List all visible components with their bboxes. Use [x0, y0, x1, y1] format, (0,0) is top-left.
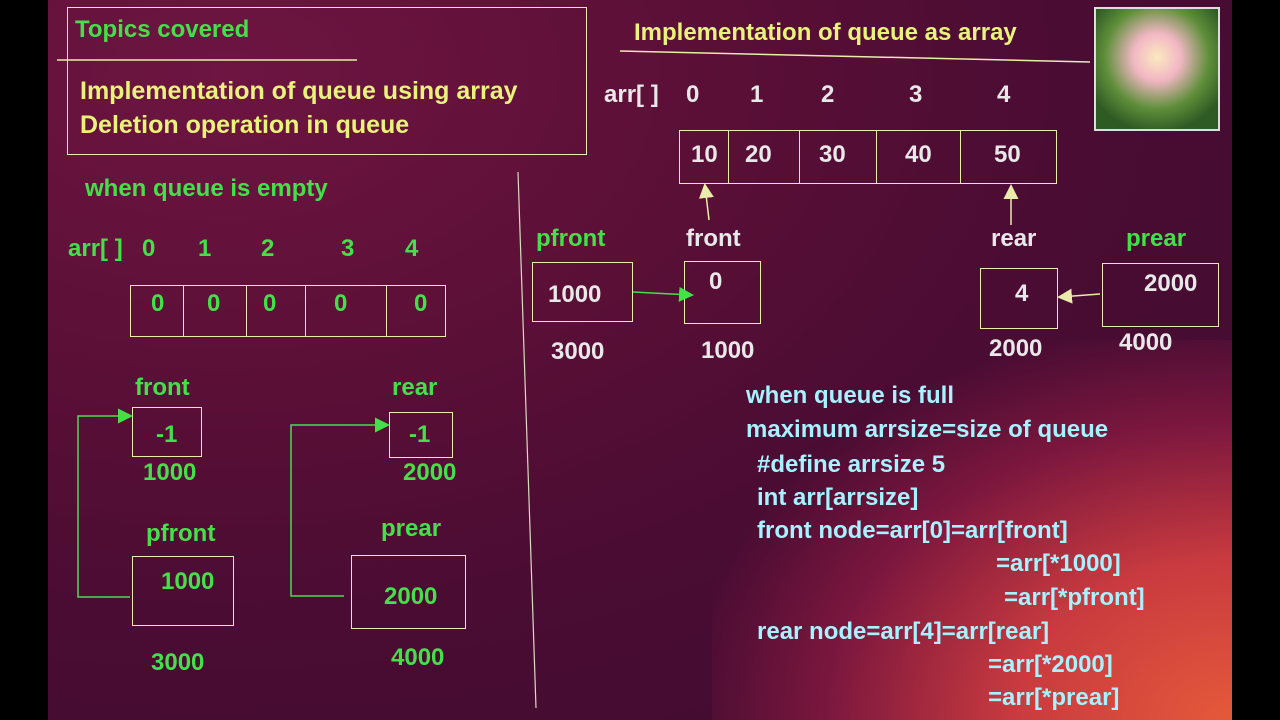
- empty-front-label: front: [135, 374, 190, 401]
- full-index-3: 3: [909, 81, 923, 108]
- full-rear-value: 4: [1015, 280, 1029, 307]
- full-value-1: 20: [745, 141, 772, 168]
- empty-index-3: 3: [341, 235, 355, 262]
- full-arr-label: arr[ ]: [604, 81, 659, 108]
- full-value-2: 30: [819, 141, 846, 168]
- empty-index-1: 1: [198, 235, 212, 262]
- empty-prear-box: [351, 555, 466, 629]
- full-index-0: 0: [686, 81, 700, 108]
- title-underline: [619, 50, 1091, 63]
- topics-heading: Topics covered: [75, 16, 250, 43]
- empty-pfront-arrow: [77, 408, 133, 598]
- empty-prear-arrow: [290, 417, 390, 597]
- empty-front-value: -1: [156, 421, 178, 448]
- full-pfront-value: 1000: [548, 281, 602, 308]
- empty-index-2: 2: [261, 235, 275, 262]
- empty-front-address: 1000: [143, 459, 197, 486]
- full-front-arrow: [698, 183, 714, 221]
- empty-prear-address: 4000: [391, 644, 445, 671]
- full-front-label: front: [686, 225, 741, 252]
- full-value-0: 10: [691, 141, 718, 168]
- full-pfront-label: pfront: [536, 225, 606, 252]
- topic-item-1: Implementation of queue using array: [80, 77, 518, 105]
- note-queue-full: when queue is full: [746, 382, 955, 409]
- background-glow: [712, 340, 1232, 720]
- topics-box: [67, 7, 587, 155]
- empty-array-box: [130, 285, 446, 337]
- deity-photo: [1094, 7, 1220, 131]
- empty-rear-value: -1: [409, 421, 431, 448]
- note-front-node: front node=arr[0]=arr[front]: [757, 517, 1068, 544]
- full-pfront-arrow: [632, 286, 694, 302]
- empty-pfront-box: [132, 556, 234, 626]
- full-value-4: 50: [994, 141, 1021, 168]
- empty-pfront-label: pfront: [146, 520, 216, 547]
- full-prear-address: 4000: [1119, 329, 1173, 356]
- full-value-3: 40: [905, 141, 932, 168]
- empty-value-2: 0: [263, 290, 277, 317]
- empty-value-4: 0: [414, 290, 428, 317]
- empty-prear-label: prear: [381, 515, 442, 542]
- slide: [48, 0, 1232, 720]
- empty-arr-label: arr[ ]: [68, 235, 123, 262]
- full-index-1: 1: [750, 81, 764, 108]
- empty-rear-label: rear: [392, 374, 438, 401]
- note-define: #define arrsize 5: [757, 451, 946, 478]
- full-array-box: [679, 130, 1057, 184]
- full-rear-label: rear: [991, 225, 1037, 252]
- topic-item-2: Deletion operation in queue: [80, 111, 410, 139]
- right-title: Implementation of queue as array: [634, 19, 1017, 46]
- note-rear-node: rear node=arr[4]=arr[rear]: [757, 618, 1050, 645]
- note-rear-prear: =arr[*prear]: [988, 684, 1120, 711]
- full-prear-label: prear: [1126, 225, 1187, 252]
- empty-value-0: 0: [151, 290, 165, 317]
- note-max-arrsize: maximum arrsize=size of queue: [746, 416, 1109, 443]
- empty-prear-value: 2000: [384, 583, 438, 610]
- empty-pfront-value: 1000: [161, 568, 215, 595]
- empty-rear-address: 2000: [403, 459, 457, 486]
- full-prear-value: 2000: [1144, 270, 1198, 297]
- empty-index-0: 0: [142, 235, 156, 262]
- full-index-2: 2: [821, 81, 835, 108]
- empty-rear-box: [389, 412, 453, 458]
- empty-value-1: 0: [207, 290, 221, 317]
- section-divider: [517, 171, 537, 709]
- note-front-1000: =arr[*1000]: [996, 550, 1121, 577]
- full-index-4: 4: [997, 81, 1011, 108]
- full-front-address: 1000: [701, 337, 755, 364]
- full-front-value: 0: [709, 268, 723, 295]
- empty-index-4: 4: [405, 235, 419, 262]
- empty-heading: when queue is empty: [85, 175, 328, 202]
- full-pfront-box: [532, 262, 633, 322]
- full-pfront-address: 3000: [551, 338, 605, 365]
- note-int-arr: int arr[arrsize]: [757, 484, 919, 511]
- empty-value-3: 0: [334, 290, 348, 317]
- empty-pfront-address: 3000: [151, 649, 205, 676]
- full-prear-box: [1102, 263, 1219, 327]
- note-front-pfront: =arr[*pfront]: [1004, 584, 1145, 611]
- full-prear-arrow: [1057, 288, 1101, 304]
- empty-front-box: [132, 407, 202, 457]
- note-rear-2000: =arr[*2000]: [988, 651, 1113, 678]
- full-rear-address: 2000: [989, 335, 1043, 362]
